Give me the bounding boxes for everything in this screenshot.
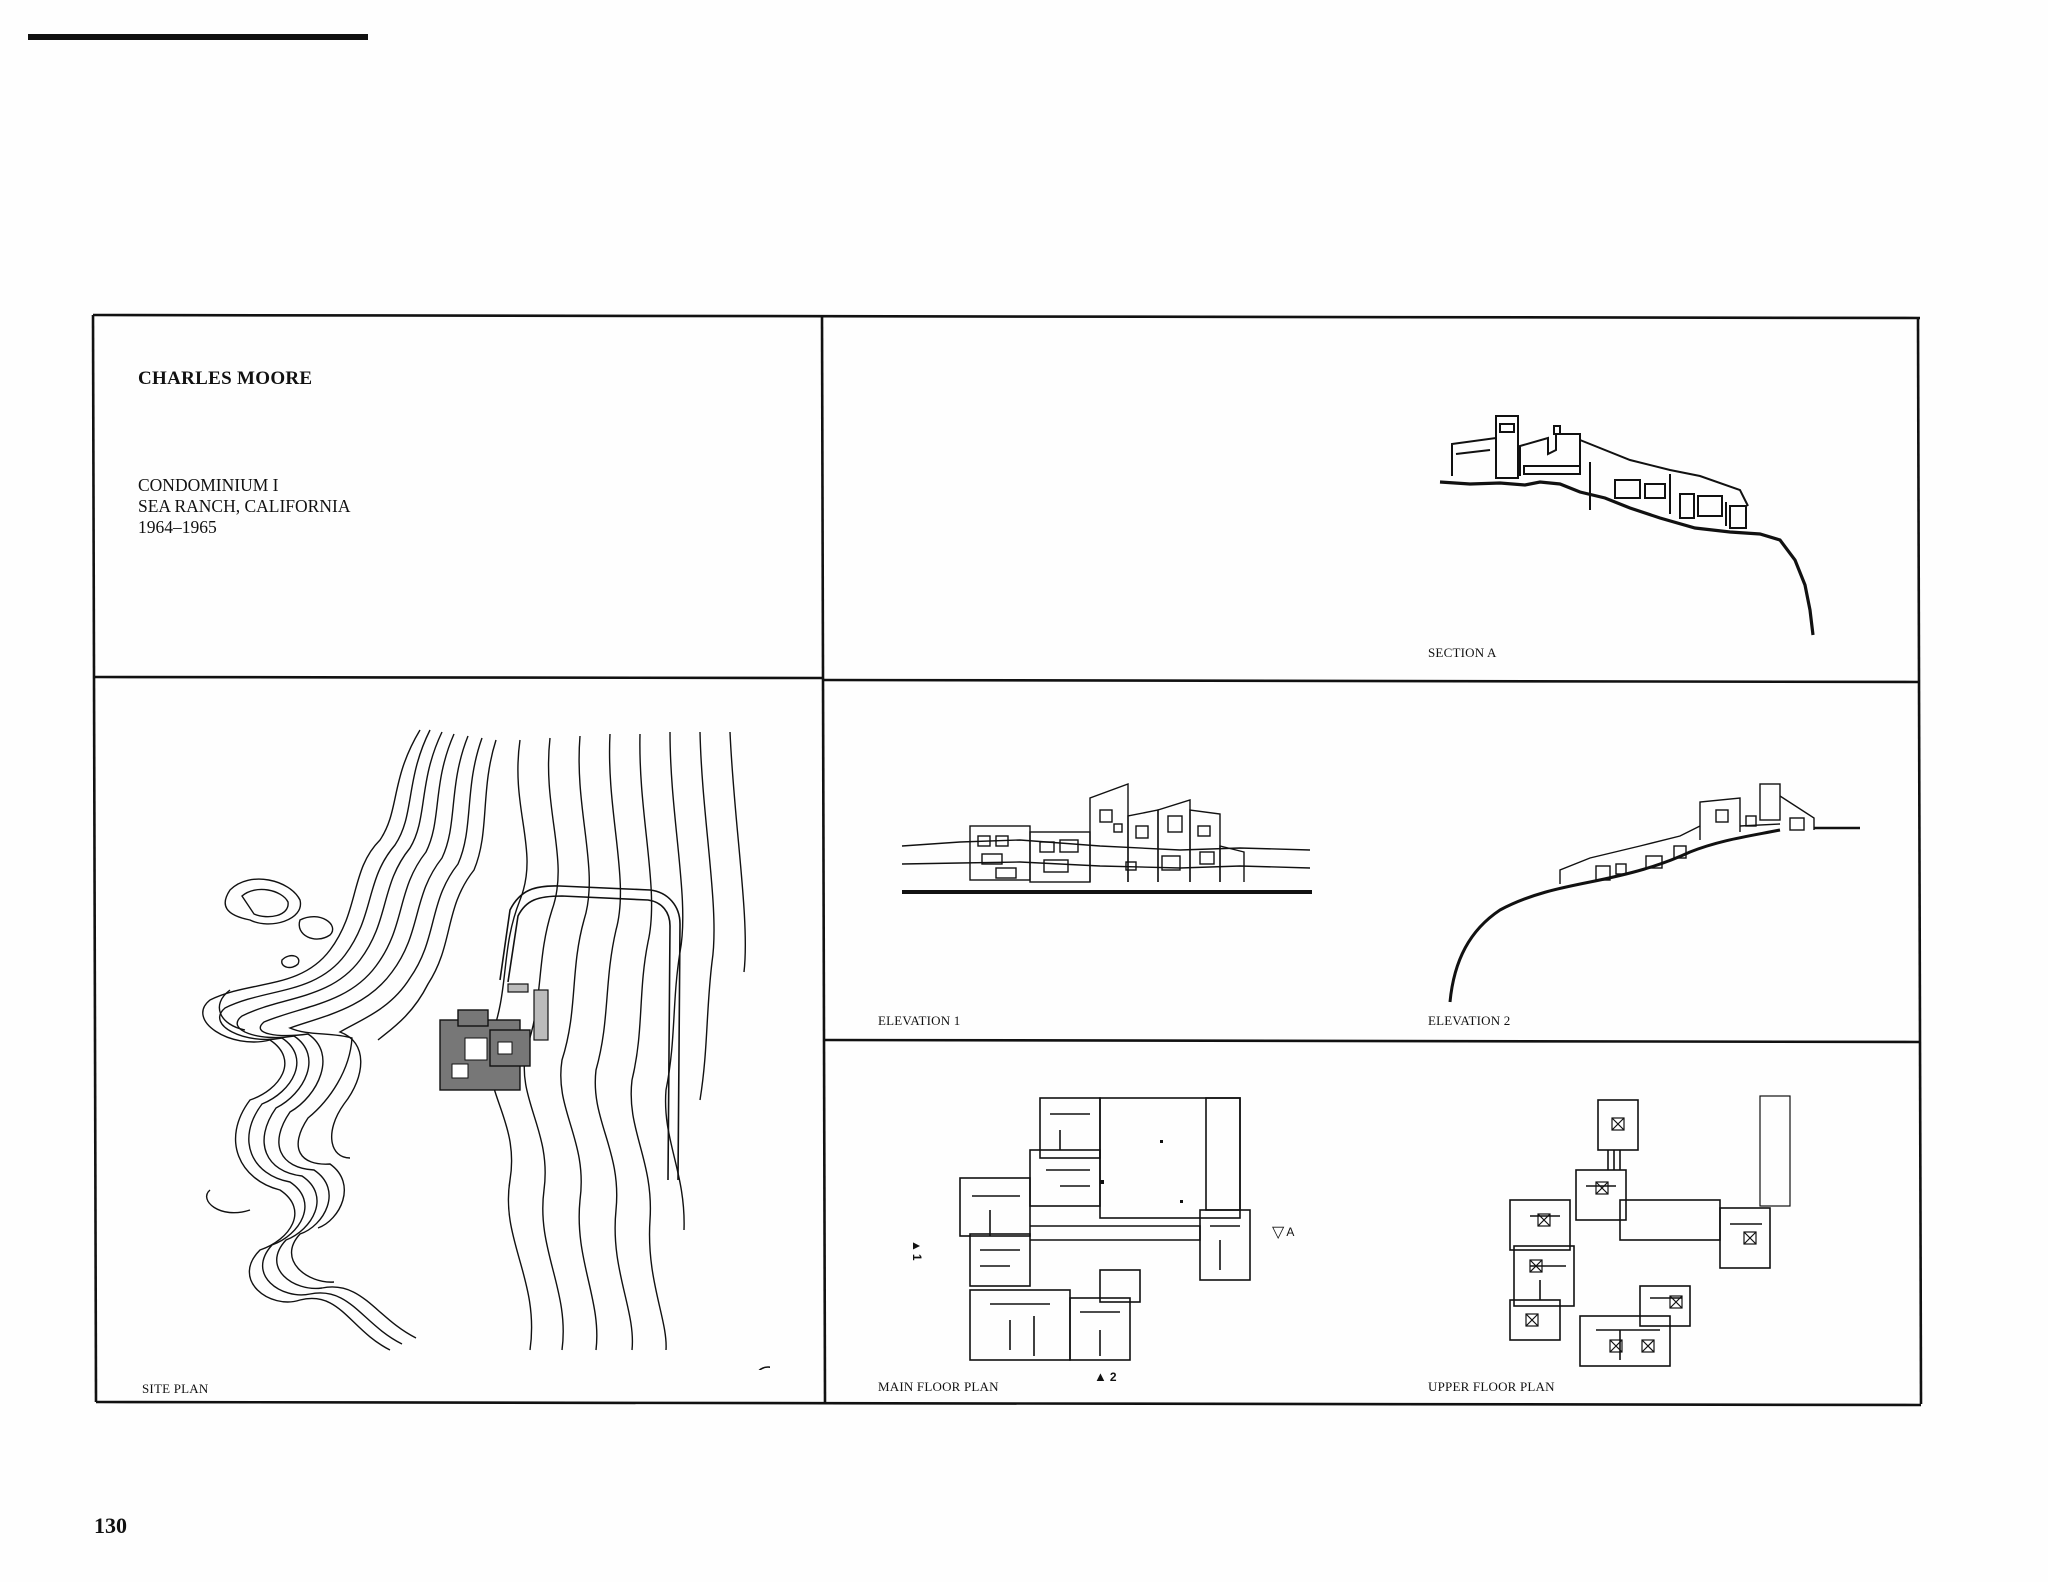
elevation-2-drawing [1448,783,1860,1003]
site-plan-drawing [202,729,770,1370]
caption-elevation-2: ELEVATION 2 [1428,1013,1511,1028]
page-number: 130 [94,1513,127,1538]
architect-name: CHARLES MOORE [138,368,313,389]
section-marker-a: ▽ A [1272,1222,1294,1242]
north-arrow-icon [758,1366,770,1370]
caption-elevation-1: ELEVATION 1 [878,1013,961,1028]
section-a-drawing [1439,415,1815,636]
project-title: CONDOMINIUM I SEA RANCH, CALIFORNIA 1964… [138,475,350,538]
section-marker-1: ▲ 1 [906,1240,928,1262]
project-years: 1964–1965 [138,517,217,537]
marker-open-triangle-icon: ▽ [1272,1224,1285,1241]
top-rule [28,34,368,40]
marker-a-label: A [1286,1225,1295,1239]
project-name: CONDOMINIUM I [138,475,279,495]
marker-1-label: 1 [910,1253,924,1261]
caption-section-a: SECTION A [1428,645,1497,660]
marker-triangle-icon: ▲ [1094,1369,1107,1384]
project-location: SEA RANCH, CALIFORNIA [138,496,351,516]
upper-floor-plan-drawing [1509,1095,1791,1367]
caption-site-plan: SITE PLAN [142,1381,209,1396]
caption-upper-floor-plan: UPPER FLOOR PLAN [1428,1379,1555,1394]
main-floor-plan-drawing [959,1097,1251,1361]
marker-2-label: 2 [1109,1369,1117,1384]
section-marker-2: ▲ 2 [1094,1369,1117,1384]
elevation-1-drawing [901,782,1312,894]
marker-triangle-icon: ▲ [910,1240,924,1252]
caption-main-floor-plan: MAIN FLOOR PLAN [878,1379,999,1394]
